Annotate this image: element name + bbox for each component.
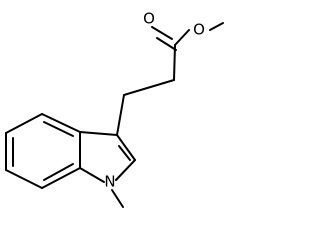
chain-bond-1 xyxy=(173,44,176,81)
chain-bond-3 xyxy=(116,94,125,136)
benzene-inner-double-bond-3 xyxy=(43,163,74,181)
pyrrole-n-c7a-bond xyxy=(79,167,105,183)
benzene-bond-2 xyxy=(5,113,43,134)
methyl-ester-bond xyxy=(209,22,224,31)
benzene-bond-1 xyxy=(41,113,81,133)
ester-oxygen-bond xyxy=(174,29,190,46)
n-methyl-bond xyxy=(111,189,124,208)
carbonyl-oxygen-label: O xyxy=(143,10,155,28)
benzene-inner-double-bond-1 xyxy=(43,121,74,137)
ester-oxygen-label: O xyxy=(193,21,205,39)
pyrrole-c3a-c3-bond xyxy=(79,131,118,136)
carbonyl-double-bond-a xyxy=(151,26,173,40)
ring-nitrogen-label: N xyxy=(104,173,115,191)
molecule-structure: O O N xyxy=(5,10,224,208)
pyrrole-inner-double-bond xyxy=(118,145,131,161)
benzene-bond-5 xyxy=(41,167,81,189)
benzene-bond-4 xyxy=(5,169,43,189)
chain-bond-2 xyxy=(123,79,175,96)
pyrrole-c2-n-bond xyxy=(115,159,136,181)
pyrrole-c3-c2-bond xyxy=(116,134,136,161)
carbonyl-double-bond-b xyxy=(156,37,177,51)
